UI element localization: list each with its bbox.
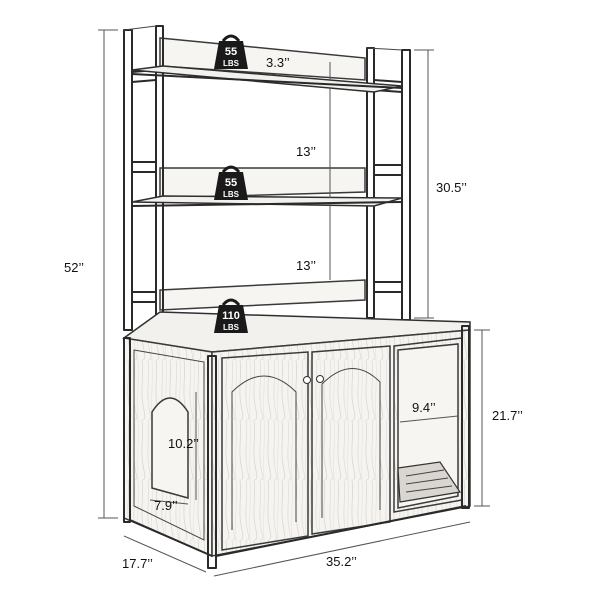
right-door-knob <box>316 375 324 383</box>
front-left-leg <box>207 355 217 569</box>
hutch-height-label: 30.5’’ <box>436 180 467 195</box>
weight-unit: LBS <box>223 59 240 68</box>
weight-icon <box>214 172 248 200</box>
middle-back-panel <box>159 167 366 199</box>
shelf-gap-lower-label: 13’’ <box>296 258 316 273</box>
weight-unit: LBS <box>223 323 240 332</box>
right-door <box>311 345 391 535</box>
front-right-leg <box>461 325 470 509</box>
litter-tray <box>397 461 462 503</box>
left-front-post <box>123 29 133 331</box>
weight-unit: LBS <box>223 190 240 199</box>
lower-back-panel <box>159 279 366 311</box>
weight-icon <box>214 41 248 69</box>
top-gap-label: 3.3’’ <box>266 55 290 70</box>
right-front-post <box>401 49 411 321</box>
weight-icon <box>214 305 248 333</box>
entry-height-label: 10.2’’ <box>168 436 199 451</box>
weight-badge-middle: 55 LBS <box>214 165 248 200</box>
left-door <box>221 351 309 551</box>
dimension-lines <box>98 29 490 577</box>
depth-label: 17.7’’ <box>122 556 153 571</box>
weight-badge-top: 55 LBS <box>214 34 248 69</box>
left-front-leg <box>123 337 131 523</box>
opening-width-label: 9.4’’ <box>412 400 436 415</box>
weight-value: 55 <box>225 46 237 58</box>
weight-value: 110 <box>222 310 240 322</box>
left-door-knob <box>303 376 311 384</box>
cabinet-height-label: 21.7’’ <box>492 408 523 423</box>
entry-width-label: 7.9’’ <box>154 498 178 513</box>
weight-badge-bottom: 110 LBS <box>214 298 248 333</box>
cabinet-base <box>122 311 471 569</box>
shelf-gap-upper-label: 13’’ <box>296 144 316 159</box>
hutch <box>123 25 411 331</box>
weight-value: 55 <box>225 177 237 189</box>
total-height-label: 52’’ <box>64 260 84 275</box>
width-label: 35.2’’ <box>326 554 357 569</box>
pet-entry-opening <box>151 397 189 499</box>
